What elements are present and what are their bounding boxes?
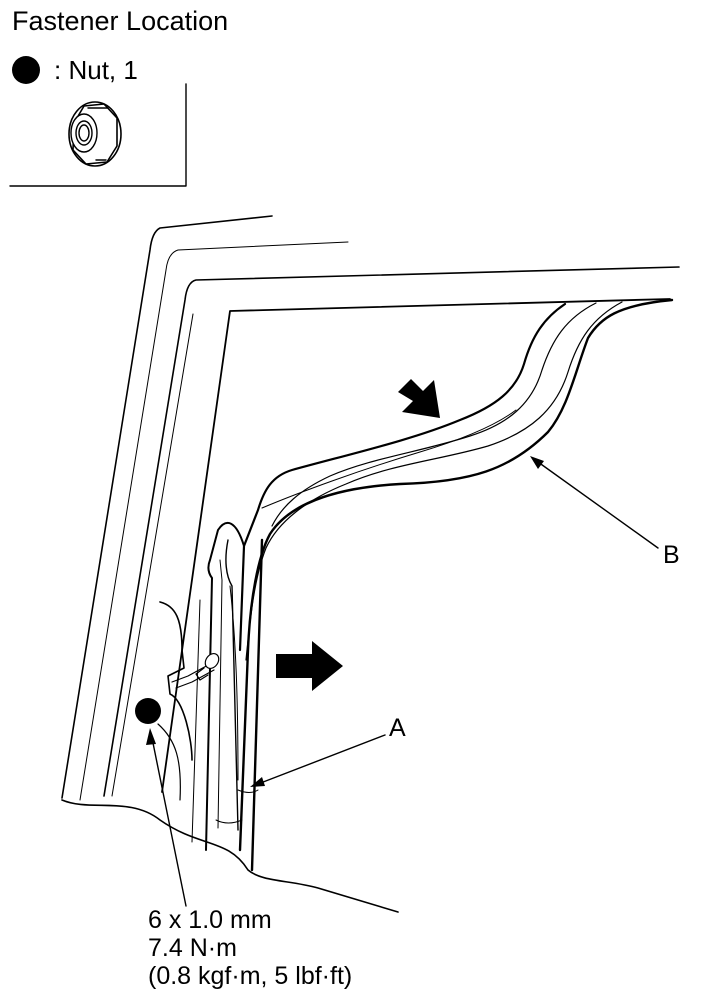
spec-torque-nm: 7.4 N·m xyxy=(148,934,237,962)
spec-size: 6 x 1.0 mm xyxy=(148,906,272,934)
leader-line-b xyxy=(530,456,659,549)
lower-body-contour xyxy=(61,799,399,913)
callout-label-b: B xyxy=(663,541,680,569)
weatherstrip-b xyxy=(238,298,674,852)
window-opening-frame xyxy=(161,298,671,793)
fastener-nut-marker xyxy=(135,698,161,724)
legend-separator: : xyxy=(54,55,62,85)
flange-nut-icon xyxy=(68,101,122,167)
torque-spec: 6 x 1.0 mm 7.4 N·m (0.8 kgf·m, 5 lbf·ft) xyxy=(148,906,352,990)
legend-label: : Nut, 1 xyxy=(54,56,138,84)
leader-line-spec xyxy=(146,728,187,907)
body-outer-edges xyxy=(61,215,680,801)
legend-nut-box xyxy=(9,83,187,187)
page-title: Fastener Location xyxy=(12,6,229,36)
spec-torque-alt: (0.8 kgf·m, 5 lbf·ft) xyxy=(148,962,353,990)
mounting-bracket xyxy=(157,601,215,801)
clip-stud xyxy=(195,652,220,681)
arrow-right-icon xyxy=(276,641,343,691)
leader-line-a xyxy=(250,734,386,787)
filled-circle-icon xyxy=(12,56,40,84)
arrow-down-right-icon xyxy=(398,379,440,418)
legend-fastener: Nut, 1 xyxy=(68,55,138,85)
pillar-trim-a xyxy=(191,521,264,872)
callout-label-a: A xyxy=(389,714,406,742)
